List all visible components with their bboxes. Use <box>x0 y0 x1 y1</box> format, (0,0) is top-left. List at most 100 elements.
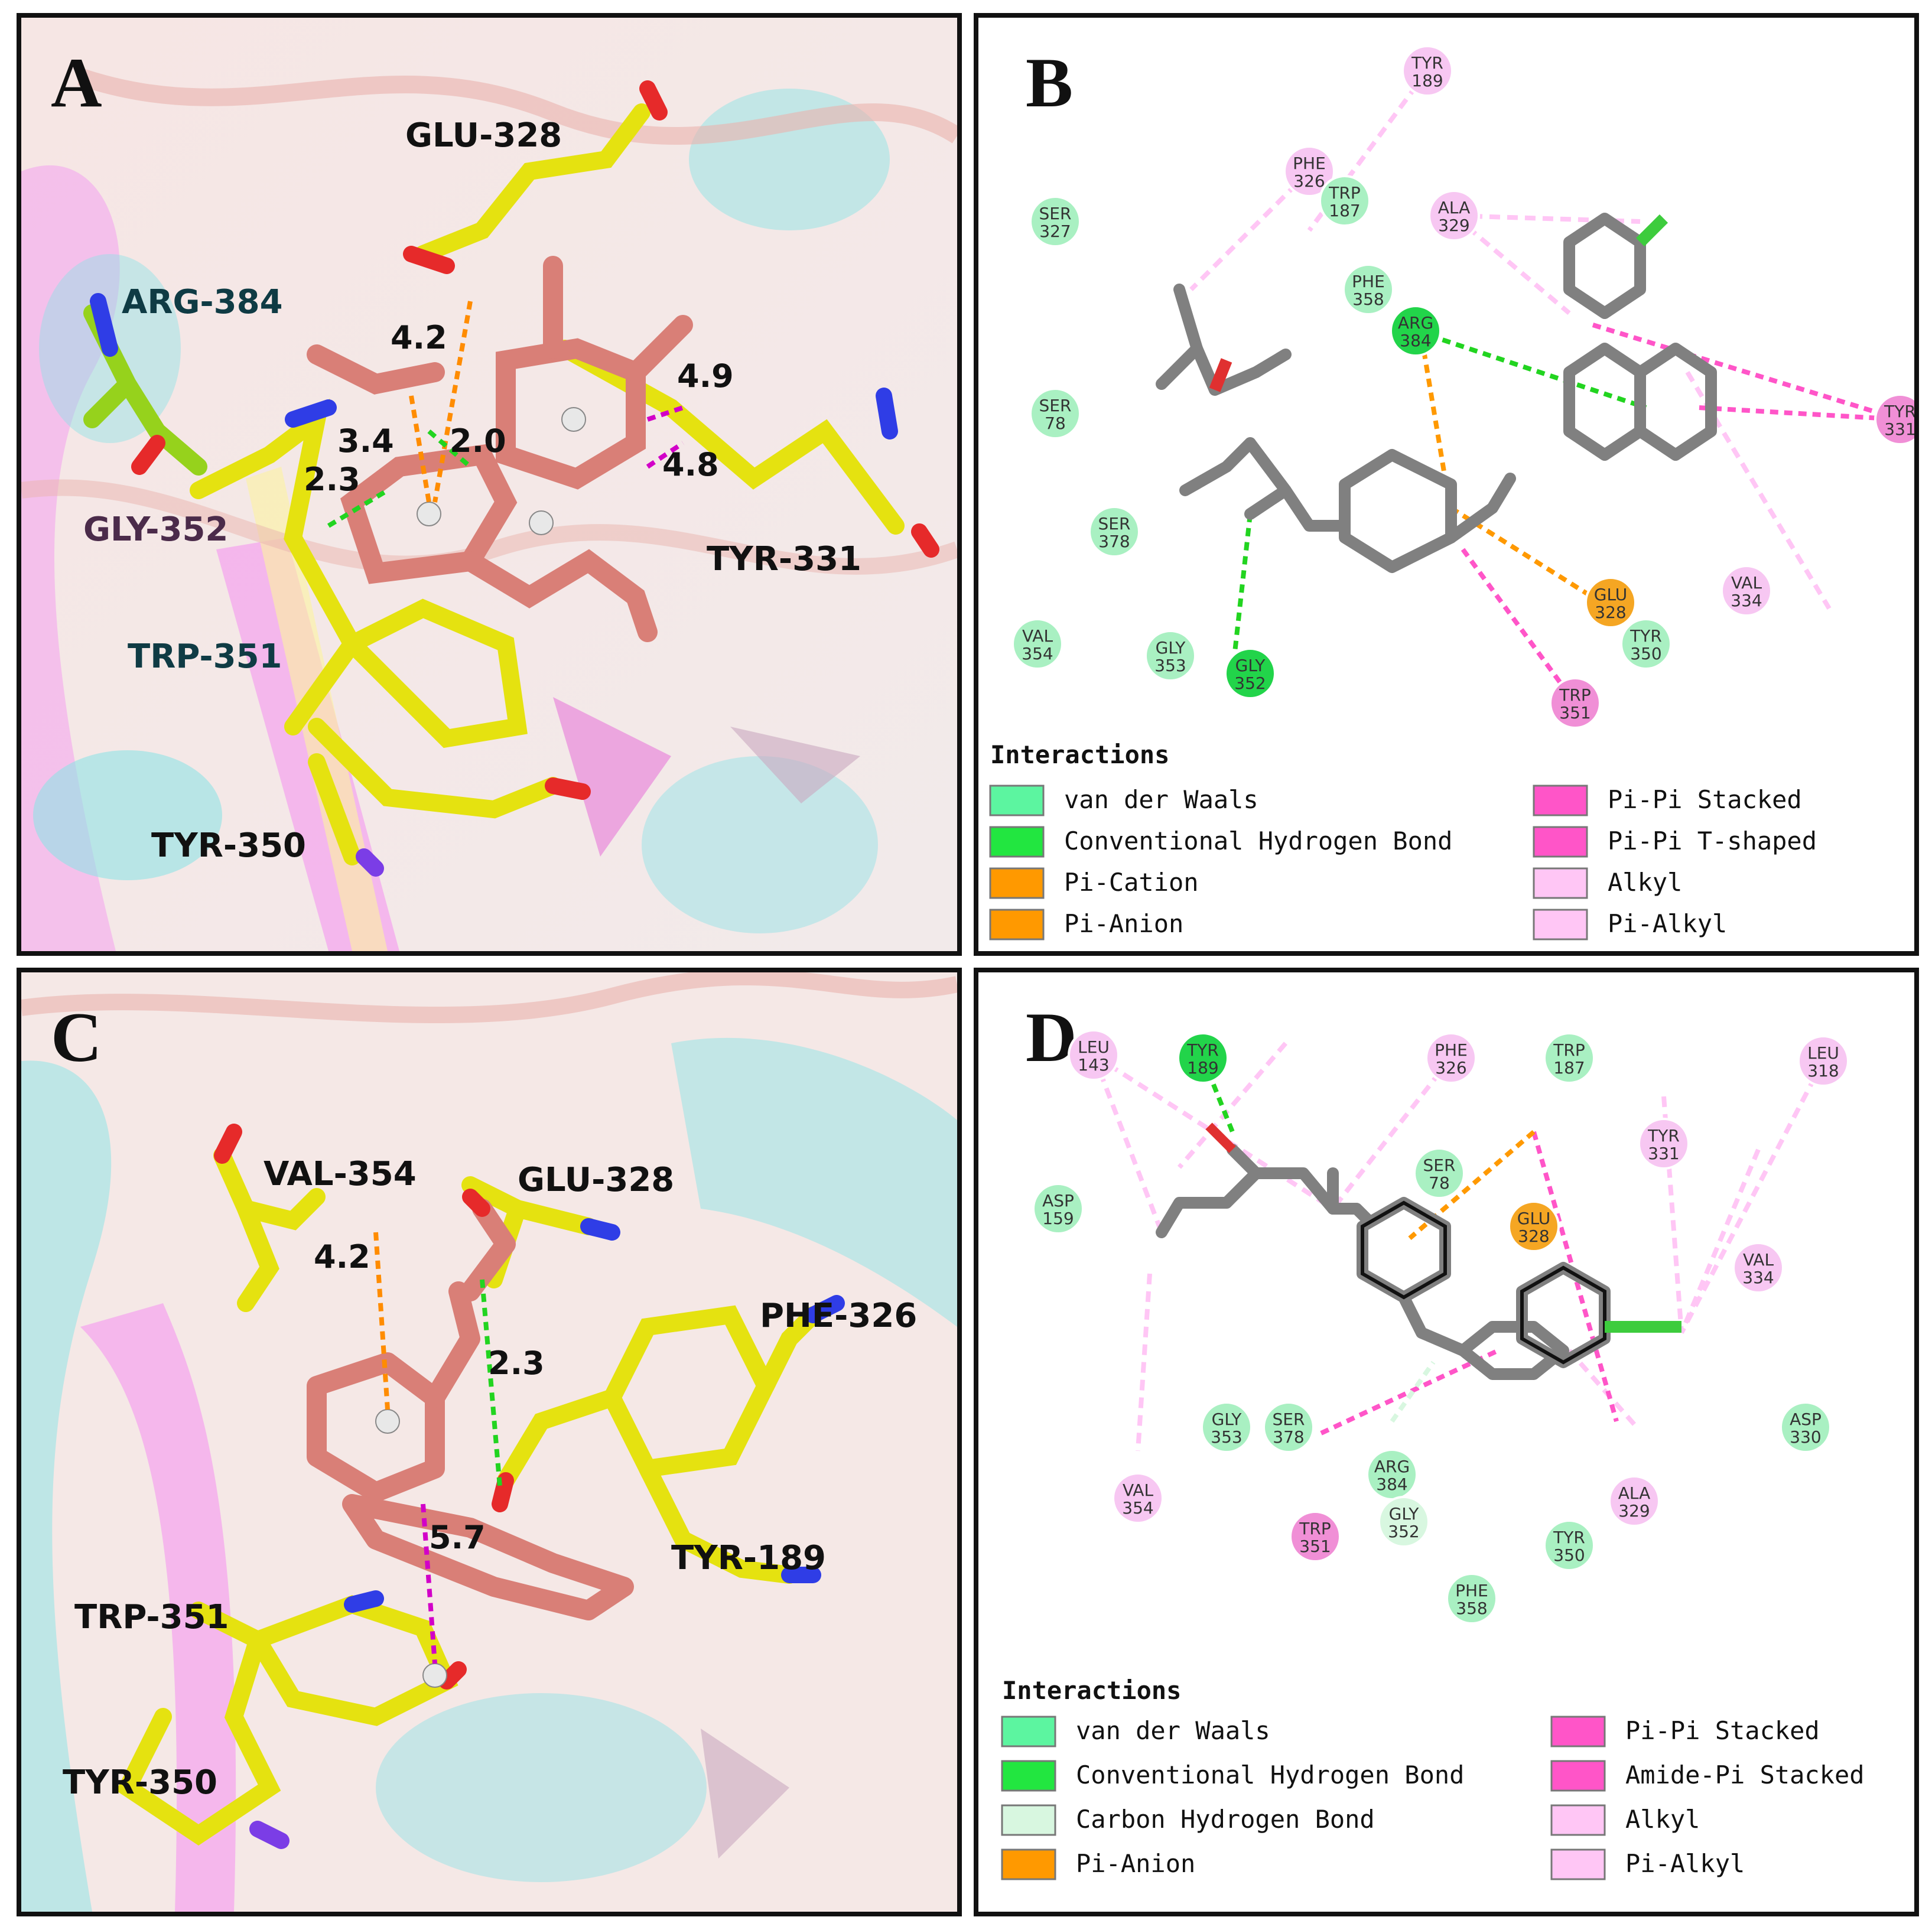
residue-disc <box>1543 1032 1595 1084</box>
residue-name: TRP <box>1559 685 1591 705</box>
residue-number: 351 <box>1559 703 1591 722</box>
legend-label: Pi-Pi Stacked <box>1608 785 1802 814</box>
legend-label: Pi-Cation <box>1064 868 1199 897</box>
residue-label: GLY-352 <box>83 510 228 549</box>
residue-label: VAL-354 <box>264 1155 417 1193</box>
panel-d-diagram: D <box>1001 998 1865 1880</box>
residue-label: TYR-331 <box>707 540 861 578</box>
panel-b-diagram: B <box>989 43 1914 940</box>
residue-name: SER <box>1273 1410 1305 1429</box>
residue-name: SER <box>1039 204 1072 223</box>
legend-swatch <box>1001 1848 1056 1880</box>
residue-name: PHE <box>1352 272 1385 291</box>
residue-name: ALA <box>1438 198 1471 217</box>
residue-disc <box>1413 1147 1465 1199</box>
panel-label: B <box>1026 43 1073 122</box>
legend-swatch <box>1001 1804 1056 1836</box>
legend-label: van der Waals <box>1064 785 1258 814</box>
residue-number: 187 <box>1329 201 1360 220</box>
residue-disc-group: LEU143TYR189PHE326TRP187LEU318ASP159SER7… <box>1032 1029 1849 1625</box>
residue-name: ARG <box>1398 313 1433 333</box>
legend-swatch <box>989 785 1045 816</box>
residue-name: PHE <box>1293 154 1326 173</box>
legend-swatch <box>1533 785 1588 816</box>
legend-label: van der Waals <box>1076 1716 1270 1745</box>
residue-name: GLY <box>1389 1504 1420 1524</box>
residue-number: 378 <box>1273 1427 1304 1447</box>
residue-disc <box>1720 565 1772 617</box>
residue-number: 358 <box>1352 289 1384 309</box>
residue-name: ARG <box>1374 1457 1410 1476</box>
residue-number: 350 <box>1630 644 1661 663</box>
residue-disc <box>1144 630 1196 682</box>
legend-label: Pi-Pi T-shaped <box>1608 826 1817 855</box>
residue-disc <box>1201 1401 1253 1453</box>
residue-label: TYR-350 <box>151 826 306 865</box>
residue-name: TYR <box>1186 1040 1219 1060</box>
residue-disc <box>1224 647 1276 699</box>
residue-number: 334 <box>1742 1268 1774 1287</box>
legend-swatch <box>1550 1760 1606 1792</box>
distance-label: 4.2 <box>314 1238 370 1275</box>
residue-disc <box>1032 1183 1084 1235</box>
panel-c-structure: C VAL-354 GLU-328 PHE-326 TYR-189 TRP-35… <box>21 972 957 1912</box>
panel-a-structure: A GLU-328 ARG-384 GLY-352 TRP-351 TYR-35… <box>21 18 957 951</box>
residue-disc <box>1620 618 1672 670</box>
residue-name: TYR <box>1884 402 1914 421</box>
residue-number: 328 <box>1595 603 1626 622</box>
distance-label: 5.7 <box>429 1519 486 1556</box>
residue-number: 353 <box>1154 656 1186 675</box>
residue-number: 328 <box>1518 1226 1549 1246</box>
residue-disc <box>1732 1242 1784 1294</box>
legend-label: Conventional Hydrogen Bond <box>1076 1760 1464 1789</box>
residue-name: SER <box>1098 514 1131 533</box>
residue-disc <box>1585 577 1637 629</box>
legend-swatch <box>1550 1804 1606 1836</box>
residue-disc <box>1797 1035 1849 1087</box>
distance-label: 4.2 <box>391 319 447 356</box>
distance-label: 4.9 <box>677 357 734 395</box>
residue-name: VAL <box>1123 1480 1154 1500</box>
legend-swatch <box>1533 867 1588 899</box>
residue-disc <box>1029 196 1081 248</box>
legend-swatch <box>989 867 1045 899</box>
residue-disc <box>1401 45 1453 97</box>
residue-number: 354 <box>1122 1498 1153 1518</box>
residue-disc <box>1428 190 1480 242</box>
residue-disc <box>1543 1519 1595 1571</box>
residue-number: 334 <box>1731 591 1762 610</box>
residue-disc <box>1112 1472 1164 1524</box>
residue-name: ASP <box>1790 1410 1822 1429</box>
legend-label: Conventional Hydrogen Bond <box>1064 826 1452 855</box>
residue-number: 354 <box>1022 644 1053 663</box>
residue-name: TYR <box>1411 53 1443 73</box>
residue-number: 159 <box>1042 1209 1074 1228</box>
residue-name: GLU <box>1517 1209 1550 1228</box>
residue-number: 352 <box>1234 673 1266 693</box>
residue-disc <box>1088 506 1140 558</box>
distance-label: 2.3 <box>488 1345 545 1382</box>
residue-disc <box>1390 305 1442 357</box>
residue-number: 143 <box>1078 1055 1109 1075</box>
residue-disc <box>1068 1029 1120 1081</box>
residue-number: 378 <box>1098 532 1130 551</box>
residue-disc <box>1319 175 1371 227</box>
residue-name: TYR <box>1647 1126 1680 1145</box>
panel-b: B <box>974 13 1919 956</box>
residue-number: 384 <box>1376 1475 1407 1494</box>
legend-swatch <box>1550 1716 1606 1747</box>
residue-name: TYR <box>1629 626 1662 646</box>
residue-label: GLU-328 <box>518 1161 674 1199</box>
legend-label: Carbon Hydrogen Bond <box>1076 1805 1375 1834</box>
legend-swatch <box>1533 826 1588 858</box>
residue-name: PHE <box>1435 1040 1468 1060</box>
residue-disc <box>1638 1118 1690 1170</box>
residue-name: LEU <box>1807 1043 1839 1063</box>
residue-disc <box>1283 145 1335 197</box>
residue-name: SER <box>1423 1156 1456 1175</box>
residue-disc <box>1011 618 1063 670</box>
legend-label: Pi-Alkyl <box>1625 1849 1745 1878</box>
residue-number: 352 <box>1388 1522 1419 1541</box>
residue-disc <box>1446 1573 1498 1625</box>
